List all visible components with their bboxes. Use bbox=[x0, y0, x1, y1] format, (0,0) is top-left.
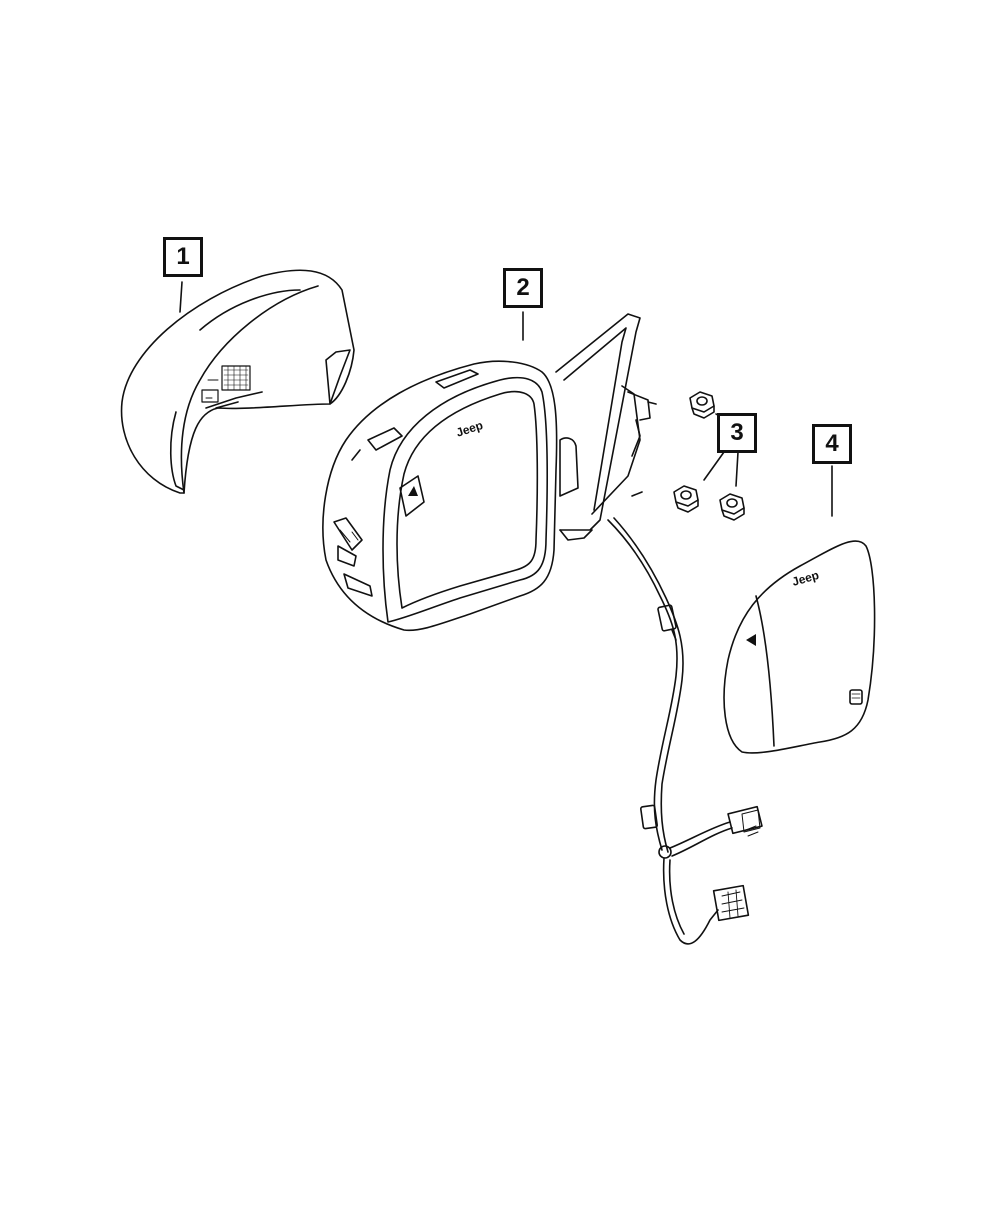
mirror-cover bbox=[120, 269, 355, 494]
callout-2: 2 bbox=[503, 268, 543, 308]
mirror-housing-assembly: Jeep bbox=[322, 313, 657, 632]
mirror-glass: Jeep bbox=[723, 540, 876, 754]
housing-jeep-logo: Jeep bbox=[454, 418, 484, 440]
nut-top bbox=[689, 391, 715, 419]
callout-4: 4 bbox=[812, 424, 852, 464]
leader-line-1 bbox=[179, 281, 183, 313]
wiring-harness bbox=[607, 517, 763, 945]
leader-line-3b bbox=[703, 451, 725, 481]
nut-right bbox=[719, 493, 745, 521]
callout-3: 3 bbox=[717, 413, 757, 453]
callout-1: 1 bbox=[163, 237, 203, 277]
nut-left bbox=[673, 485, 699, 513]
nut-hardware bbox=[673, 391, 745, 521]
glass-jeep-logo: Jeep bbox=[790, 568, 820, 589]
leader-line-3c bbox=[735, 451, 739, 487]
